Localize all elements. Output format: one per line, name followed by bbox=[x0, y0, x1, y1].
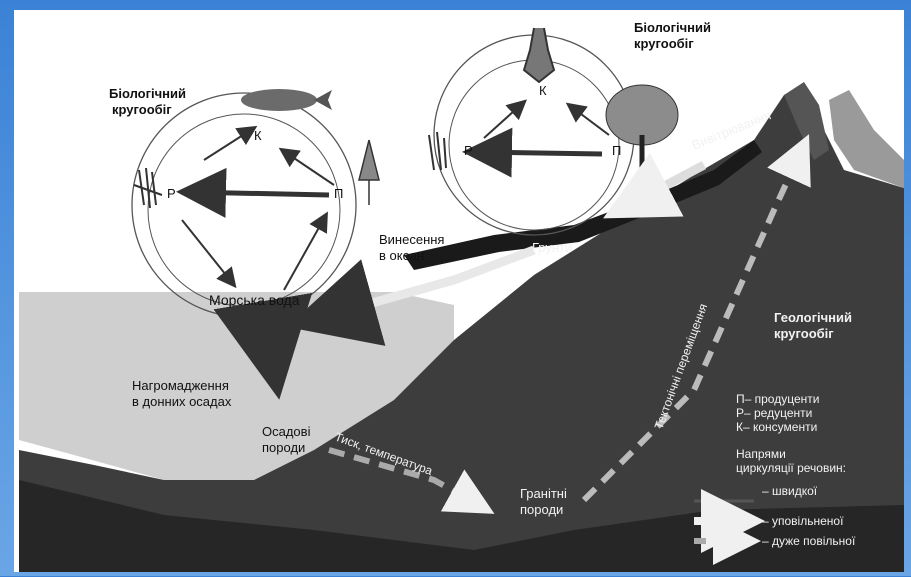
accum-label-1: Нагромадження bbox=[132, 378, 229, 393]
bio-cycle-left-ring-inner bbox=[148, 114, 340, 306]
bio-right-k: К bbox=[539, 83, 547, 98]
granite-label-2: породи bbox=[520, 502, 563, 517]
legend-slow: – уповільненої bbox=[762, 514, 844, 528]
legend-very-slow: – дуже повільної bbox=[762, 534, 856, 548]
granite-label-1: Гранітні bbox=[520, 486, 567, 501]
bio-cycle-left-ring bbox=[132, 93, 356, 317]
arrow-p2-to-k2 bbox=[569, 105, 609, 135]
geo-cycle-title-2: кругообіг bbox=[774, 326, 834, 341]
cycle-diagram: Біологічний кругообіг К Р П Морська вода… bbox=[14, 10, 904, 572]
arrow-p-to-r bbox=[186, 192, 329, 195]
runoff-label-2: в океан bbox=[379, 248, 424, 263]
diagram-canvas: Біологічний кругообіг К Р П Морська вода… bbox=[14, 10, 904, 572]
grass-icon bbox=[429, 132, 446, 170]
arrow-r2-to-k2 bbox=[484, 102, 524, 138]
bio-left-r: Р bbox=[167, 186, 176, 201]
runoff-label-1: Винесення bbox=[379, 232, 444, 247]
bio-left-k: К bbox=[254, 128, 262, 143]
bio-left-title-1: Біологічний bbox=[109, 86, 186, 101]
bio-cycle-right-ring-inner bbox=[449, 60, 619, 230]
fish-tail-icon bbox=[314, 90, 332, 110]
legend-reducers: Р– редуценти bbox=[736, 406, 812, 420]
sediment-label-2: породи bbox=[262, 440, 305, 455]
arrow-r-to-water bbox=[182, 220, 234, 285]
arrow-p-to-k bbox=[282, 150, 334, 185]
bio-right-title-1: Біологічний bbox=[634, 20, 711, 35]
bio-right-title-2: кругообіг bbox=[634, 36, 694, 51]
soils-label: Грунти bbox=[532, 240, 572, 255]
bio-left-title-2: кругообіг bbox=[112, 102, 172, 117]
legend-consumers: К– консументи bbox=[736, 420, 817, 434]
bio-right-p: П bbox=[612, 143, 621, 158]
geo-cycle-title-1: Геологічний bbox=[774, 310, 852, 325]
arrow-r-to-k bbox=[204, 128, 254, 160]
legend-directions-1: Напрями bbox=[736, 447, 786, 461]
fish-icon bbox=[241, 89, 317, 111]
sea-water-label: Морська вода bbox=[209, 292, 300, 308]
arrow-water-to-p bbox=[284, 215, 326, 290]
legend-directions-2: циркуляції речовин: bbox=[736, 461, 846, 475]
bio-right-r: Р bbox=[464, 143, 473, 158]
legend-fast: – швидкої bbox=[762, 484, 818, 498]
arrow-p2-to-r2 bbox=[472, 152, 602, 154]
accum-label-2: в донних осадах bbox=[132, 394, 232, 409]
algae-icon bbox=[359, 140, 379, 205]
sediment-label-1: Осадові bbox=[262, 424, 311, 439]
legend-producers: П– продуценти bbox=[736, 392, 819, 406]
bio-left-p: П bbox=[334, 186, 343, 201]
